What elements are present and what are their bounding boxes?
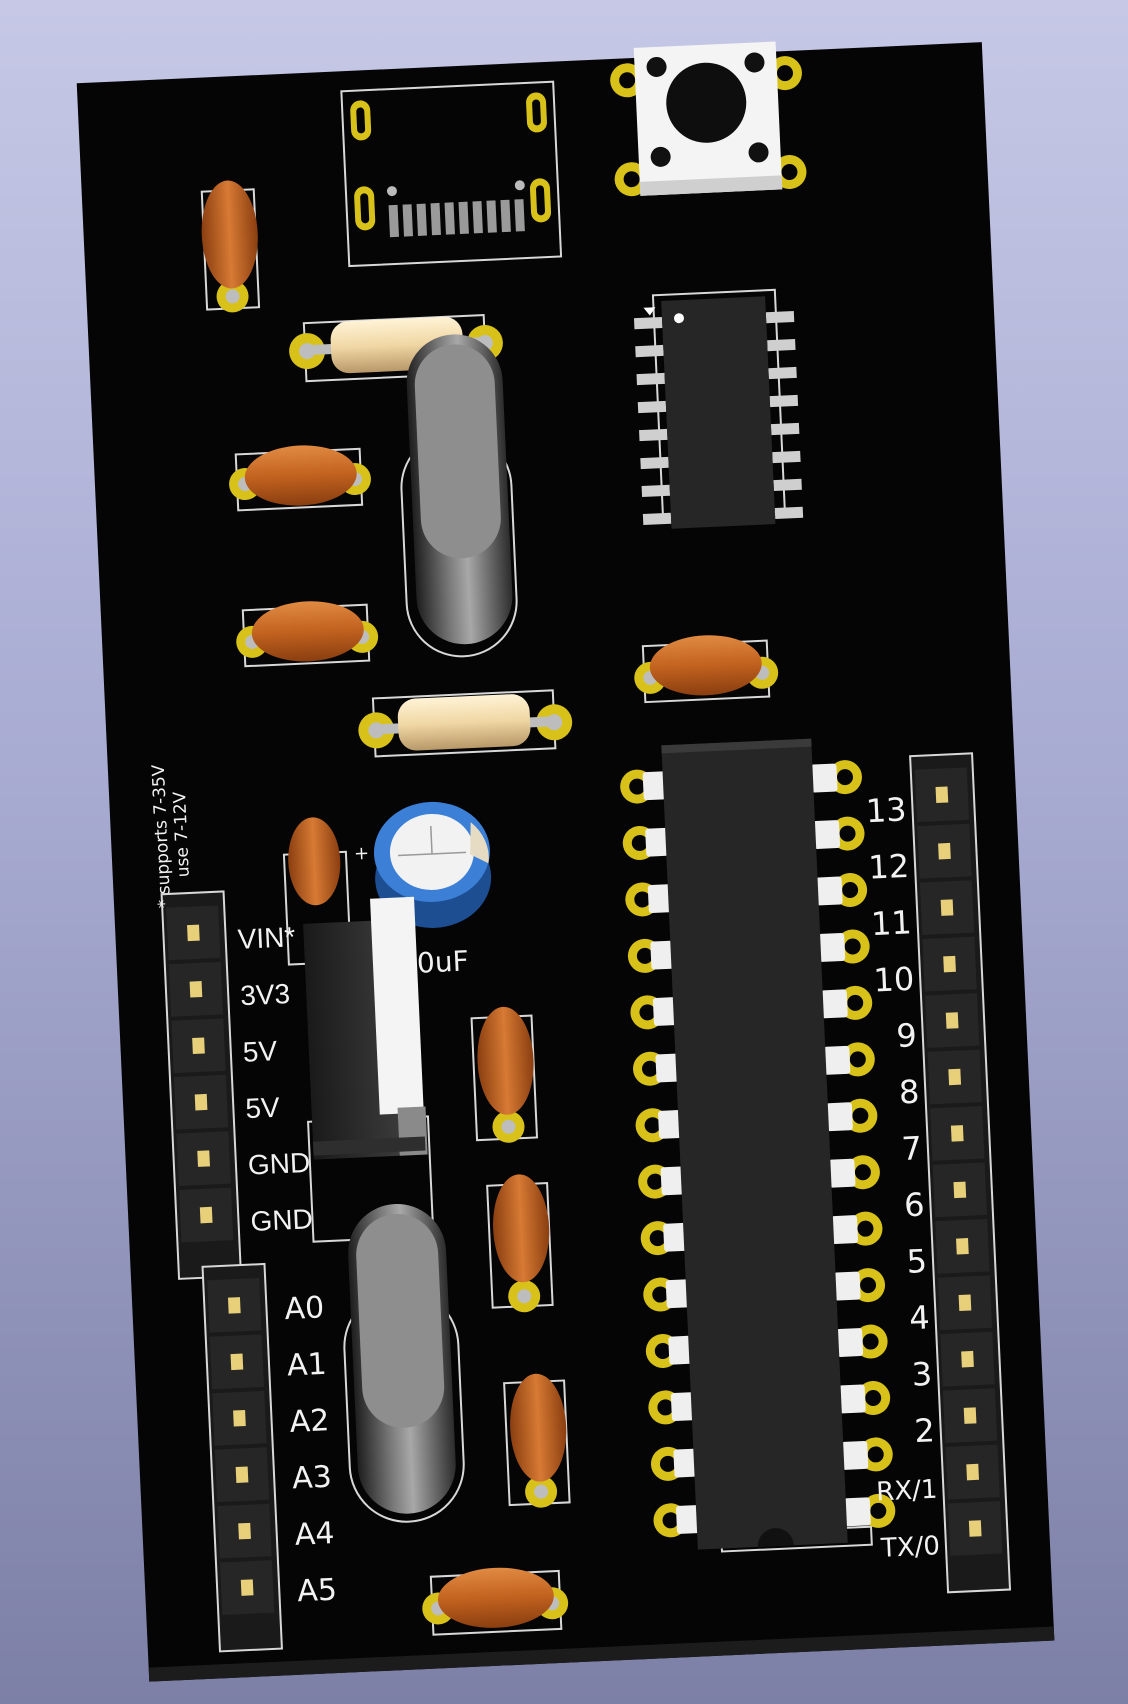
header-pin[interactable] (189, 981, 203, 998)
pin-label: 4 (908, 1298, 930, 1337)
pin-label: GND (247, 1147, 311, 1181)
pin-label: 11 (870, 903, 912, 943)
header-pin[interactable] (938, 842, 951, 860)
header-pin[interactable] (950, 1125, 964, 1142)
digital-header (909, 752, 1012, 1594)
ceramic-capacitor (422, 1567, 569, 1636)
svg-text:+: + (353, 843, 369, 865)
pin-label: 5 (906, 1242, 928, 1281)
digital-pin-labels: 13 12 11 10 9 8 7 6 5 4 3 2RX/1TX/0 (865, 790, 941, 1564)
soic-pins (633, 310, 804, 526)
pin-label: 13 (865, 790, 907, 830)
analog-header (201, 1262, 283, 1653)
header-pin[interactable] (948, 1068, 962, 1086)
pin-label: GND (250, 1203, 314, 1237)
capacitor-value-label: 0uF (416, 944, 469, 979)
electrolytic-capacitor: + 0uF (353, 801, 492, 980)
pin-label: 5V (245, 1092, 281, 1125)
dip28-microcontroller (620, 738, 896, 1553)
crystal-oscillator (343, 1203, 465, 1523)
pin-label: 7 (901, 1129, 923, 1168)
header-pin[interactable] (235, 1466, 249, 1483)
ceramic-capacitor (200, 180, 261, 313)
header-pin[interactable] (187, 924, 200, 942)
header-pin[interactable] (945, 1012, 959, 1029)
header-pin[interactable] (935, 786, 949, 804)
pin-label: A5 (297, 1573, 338, 1610)
ceramic-capacitor (470, 1006, 539, 1143)
ceramic-capacitor (229, 445, 371, 512)
pcb-edge (148, 1626, 1055, 1682)
header-pin[interactable] (958, 1294, 972, 1311)
pin-label: 8 (898, 1073, 920, 1112)
pin-label: 9 (896, 1016, 918, 1055)
pin-label: A3 (291, 1460, 332, 1497)
ceramic-capacitor (236, 601, 379, 668)
header-pin[interactable] (233, 1409, 246, 1427)
header-pin[interactable] (197, 1150, 210, 1167)
pin-label: 3 (911, 1355, 933, 1394)
header-pin[interactable] (953, 1181, 967, 1199)
crystal-oscillator (400, 334, 518, 658)
header-pin[interactable] (968, 1520, 982, 1537)
pin-label: TX/0 (879, 1531, 940, 1564)
header-pin[interactable] (230, 1353, 244, 1371)
header-pin[interactable] (238, 1522, 251, 1540)
header-pin[interactable] (240, 1579, 254, 1596)
header-pin[interactable] (227, 1297, 241, 1314)
header-pin[interactable] (199, 1206, 213, 1224)
components: + 0uF (149, 40, 1012, 1653)
header-pin[interactable] (192, 1037, 205, 1055)
soic-ic (633, 288, 804, 529)
pin-label: 6 (903, 1185, 925, 1224)
pin-label: A0 (284, 1290, 325, 1327)
pin-label: 5V (242, 1035, 278, 1068)
ceramic-capacitor (634, 635, 779, 704)
usb-pin-pads (388, 199, 525, 238)
header-pin[interactable] (963, 1407, 977, 1424)
pin-label: VIN* (237, 921, 296, 955)
header-pin[interactable] (943, 955, 956, 973)
pin-label: RX/1 (876, 1475, 938, 1508)
pin-label: 3V3 (240, 978, 291, 1011)
pin-label: 12 (868, 847, 910, 887)
ceramic-capacitor (486, 1174, 554, 1313)
button-plunger[interactable] (664, 61, 748, 145)
header-pin[interactable] (961, 1350, 974, 1368)
pin-label: A4 (294, 1516, 335, 1553)
power-header (160, 890, 243, 1280)
reset-button[interactable] (609, 40, 808, 197)
voltage-regulator (282, 817, 435, 1243)
pin-label: A2 (289, 1403, 330, 1440)
pin-label: A1 (286, 1347, 327, 1384)
ceramic-capacitor (503, 1373, 571, 1508)
usb-connector (340, 80, 563, 268)
header-pin[interactable] (956, 1238, 969, 1255)
header-pin[interactable] (940, 899, 954, 916)
resistor (358, 689, 573, 758)
header-pin[interactable] (194, 1093, 208, 1111)
pin-label: 2 (914, 1411, 936, 1450)
power-pin-labels: VIN* 3V3 5V 5V GND GND (237, 921, 313, 1237)
header-pin[interactable] (966, 1463, 979, 1481)
power-note-line2: use 7-12V (170, 791, 194, 878)
pin-label: 10 (873, 960, 915, 1000)
